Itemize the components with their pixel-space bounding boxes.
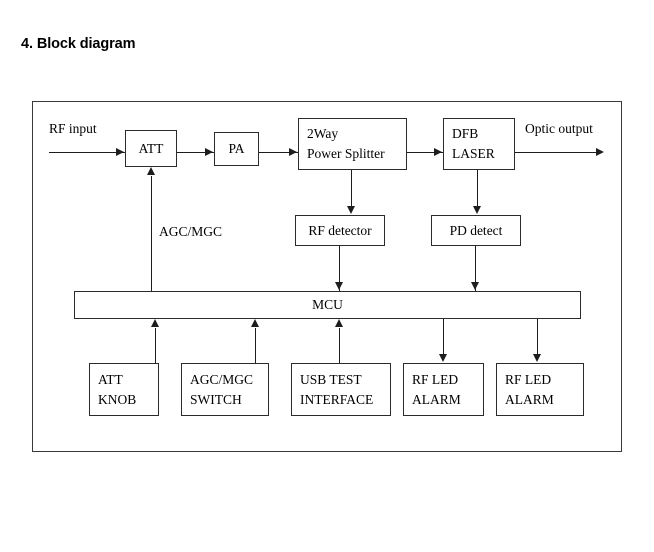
block-att-line1: ATT: [138, 140, 164, 156]
arrowhead-splitter-to-rf-detector: [346, 206, 355, 214]
connector-rf-input-to-att: [49, 152, 125, 154]
block-rf-led-alarm-2: RF LED ALARM: [496, 363, 584, 416]
connector-pa-to-splitter: [259, 152, 298, 154]
arrowhead-optic-output: [596, 147, 604, 156]
arrowhead-splitter-to-dfb: [434, 147, 442, 156]
arrowhead-att-to-pa: [205, 147, 213, 156]
agc-mgc-feedback-label: AGC/MGC: [159, 224, 223, 239]
arrowhead-mcu-to-att-agc: [146, 167, 155, 175]
block-power-splitter: 2Way Power Splitter: [298, 118, 407, 170]
block-usb-test-interface-line2: INTERFACE: [300, 391, 374, 407]
block-pa: PA: [214, 132, 259, 166]
block-agc-mgc-switch-line2: SWITCH: [190, 391, 242, 407]
connector-agc-switch-to-mcu: [255, 328, 257, 363]
block-dfb-laser-line2: LASER: [452, 146, 495, 161]
block-dfb-laser: DFB LASER: [443, 118, 515, 170]
rf-input-label: RF input: [49, 121, 97, 136]
arrowhead-rf-input-to-att: [116, 147, 124, 156]
connector-splitter-to-dfb: [407, 152, 443, 154]
block-rf-led-alarm-1-line2: ALARM: [412, 391, 461, 407]
connector-rf-detector-to-mcu: [339, 246, 341, 291]
block-dfb-laser-line1: DFB: [452, 126, 479, 142]
block-att-knob-line2: KNOB: [98, 391, 137, 407]
block-pd-detect-line1: PD detect: [449, 222, 503, 238]
connector-mcu-to-rf-led-alarm-2: [537, 319, 539, 354]
connector-att-to-pa: [177, 152, 214, 154]
optic-output-label: Optic output: [525, 121, 593, 136]
connector-att-knob-to-mcu: [155, 328, 157, 363]
arrowhead-dfb-to-pd-detect: [472, 206, 481, 214]
block-rf-led-alarm-2-line2: ALARM: [505, 391, 554, 407]
block-rf-led-alarm-1-line1: RF LED: [412, 371, 459, 387]
block-diagram-frame: RF input ATT PA 2Way Power Splitter DFB …: [32, 101, 622, 452]
arrowhead-pa-to-splitter: [289, 147, 297, 156]
block-rf-detector-line1: RF detector: [308, 222, 372, 238]
arrowhead-usb-test-to-mcu: [334, 319, 343, 327]
connector-dfb-to-pd-detect: [477, 170, 479, 207]
connector-pd-detect-to-mcu: [475, 246, 477, 291]
block-att-knob-line1: ATT: [98, 371, 123, 387]
connector-splitter-to-rf-detector: [351, 170, 353, 207]
block-pd-detect: PD detect: [431, 215, 521, 246]
arrowhead-mcu-to-rf-led-alarm-1: [438, 354, 447, 362]
block-agc-mgc-switch-line1: AGC/MGC: [190, 371, 254, 387]
block-agc-mgc-switch: AGC/MGC SWITCH: [181, 363, 269, 416]
block-rf-led-alarm-2-line1: RF LED: [505, 371, 552, 387]
block-mcu-line1: MCU: [312, 297, 343, 313]
arrowhead-pd-detect-to-mcu: [470, 282, 479, 290]
connector-dfb-to-optic-output: [515, 152, 596, 154]
block-power-splitter-line2: Power Splitter: [307, 146, 385, 161]
connector-mcu-to-att-agc: [151, 176, 153, 291]
block-att: ATT: [125, 130, 177, 167]
block-rf-led-alarm-1: RF LED ALARM: [403, 363, 484, 416]
block-rf-detector: RF detector: [295, 215, 385, 246]
block-usb-test-interface: USB TEST INTERFACE: [291, 363, 391, 416]
arrowhead-rf-detector-to-mcu: [334, 282, 343, 290]
arrowhead-att-knob-to-mcu: [150, 319, 159, 327]
block-att-knob: ATT KNOB: [89, 363, 159, 416]
block-pa-line1: PA: [228, 141, 245, 157]
page-title: 4. Block diagram: [21, 36, 136, 52]
connector-mcu-to-rf-led-alarm-1: [443, 319, 445, 354]
arrowhead-agc-switch-to-mcu: [250, 319, 259, 327]
connector-usb-test-to-mcu: [339, 328, 341, 363]
block-mcu: MCU: [74, 291, 581, 319]
block-usb-test-interface-line1: USB TEST: [300, 371, 362, 387]
arrowhead-mcu-to-rf-led-alarm-2: [532, 354, 541, 362]
block-power-splitter-line1: 2Way: [307, 126, 339, 142]
